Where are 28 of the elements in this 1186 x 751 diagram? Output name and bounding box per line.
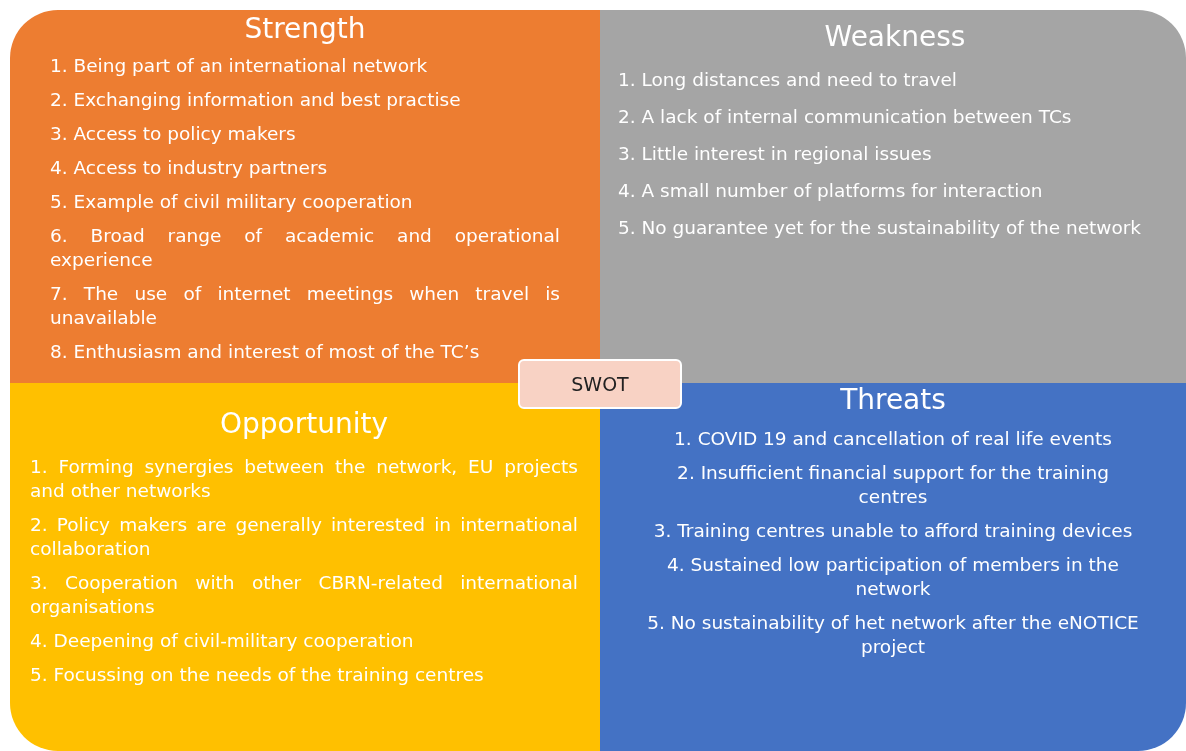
list-item: 5. Example of civil military cooperation (50, 189, 414, 214)
list-item: 2. Policy makers are generally interested in international collaboration (30, 512, 578, 561)
list-item: 1. COVID 19 and cancellation of real life events (673, 426, 1113, 451)
list-item: 5. No sustainability of het network after the eNOTICE project (646, 610, 1140, 659)
list-item: 3. Training centres unable to afford training devices (652, 518, 1134, 543)
list-item: 6. Broad range of academic and operational experience (50, 223, 560, 272)
list-item: 4. Access to industry partners (50, 155, 329, 180)
list-item: 3. Cooperation with other CBRN-related international organisations (30, 570, 578, 619)
list-item: 4. Deepening of civil-military cooperation (30, 628, 415, 653)
label-box: SWOT (518, 359, 682, 409)
list-item: 1. Being part of an international network (50, 53, 429, 78)
list-item: 2. A lack of internal communication between TCs (618, 104, 1073, 129)
list-item: 7. The use of internet meetings when travel is unavailable (50, 281, 560, 330)
list-item: 4. A small number of platforms for interaction (618, 178, 1044, 203)
list-item: 5. No guarantee yet for the sustainability of the network (618, 215, 1143, 240)
list-item: 1. Long distances and need to travel (618, 67, 958, 92)
list-item: 5. Focussing on the needs of the training centres (30, 662, 485, 687)
list-item: 2. Exchanging information and best practise (50, 87, 462, 112)
quadrant-heading: Weakness (823, 20, 967, 54)
list-item: 8. Enthusiasm and interest of most of the TC’s (50, 340, 481, 364)
list-item: 2. Insufficient financial support for the training centres (676, 460, 1110, 509)
quadrant-heading: Threats (839, 383, 947, 417)
quadrant-heading: Strength (243, 12, 367, 46)
list-item: 1. Forming synergies between the network, EU projects and other networks (30, 454, 578, 503)
list-item: 3. Little interest in regional issues (618, 141, 933, 166)
quadrant-heading: Opportunity (219, 407, 389, 441)
list-item: 3. Access to policy makers (50, 121, 297, 146)
list-item: 4. Sustained low participation of members in the network (666, 552, 1120, 601)
